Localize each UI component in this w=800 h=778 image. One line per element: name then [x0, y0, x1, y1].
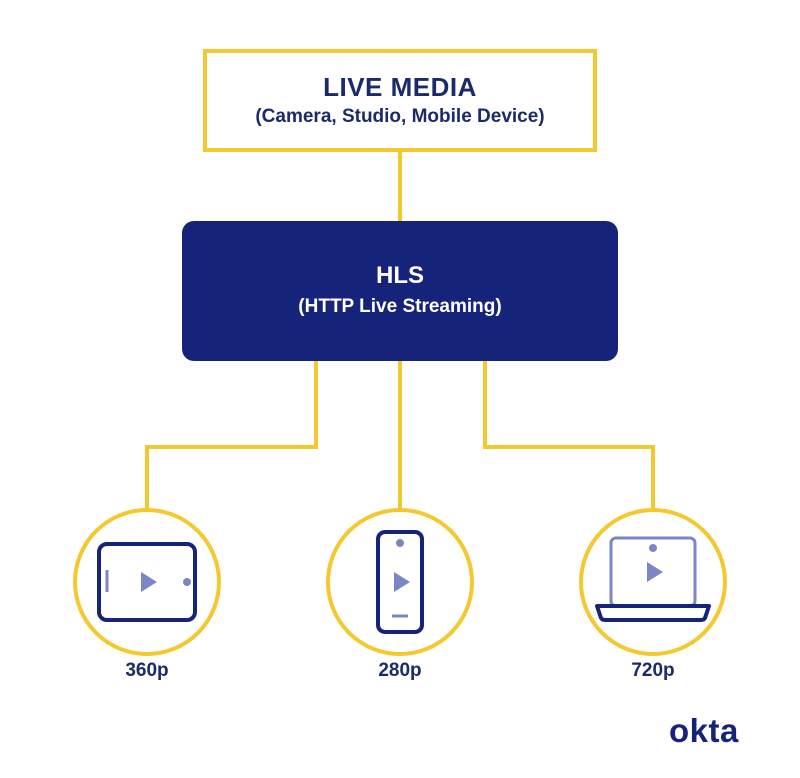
phone-device-circle [326, 508, 474, 656]
resolution-label-280p: 280p [378, 660, 422, 681]
hls-subtitle: (HTTP Live Streaming) [298, 296, 502, 317]
phone-icon [376, 530, 424, 634]
resolution-label-720p: 720p [631, 660, 675, 681]
hls-title: HLS [376, 262, 424, 289]
connector-hls-to-720p [483, 361, 655, 510]
laptop-icon [595, 536, 711, 622]
laptop-device-circle [579, 508, 727, 656]
live-media-subtitle: (Camera, Studio, Mobile Device) [255, 105, 545, 127]
connector-hls-to-360p [145, 361, 318, 510]
live-media-box: LIVE MEDIA (Camera, Studio, Mobile Devic… [203, 49, 597, 152]
resolution-label-360p: 360p [125, 660, 169, 681]
tablet-icon [97, 542, 197, 622]
hls-box: HLS (HTTP Live Streaming) [182, 221, 618, 361]
okta-logo: okta [669, 712, 739, 749]
tablet-device-circle [73, 508, 221, 656]
live-media-title: LIVE MEDIA [323, 71, 477, 102]
